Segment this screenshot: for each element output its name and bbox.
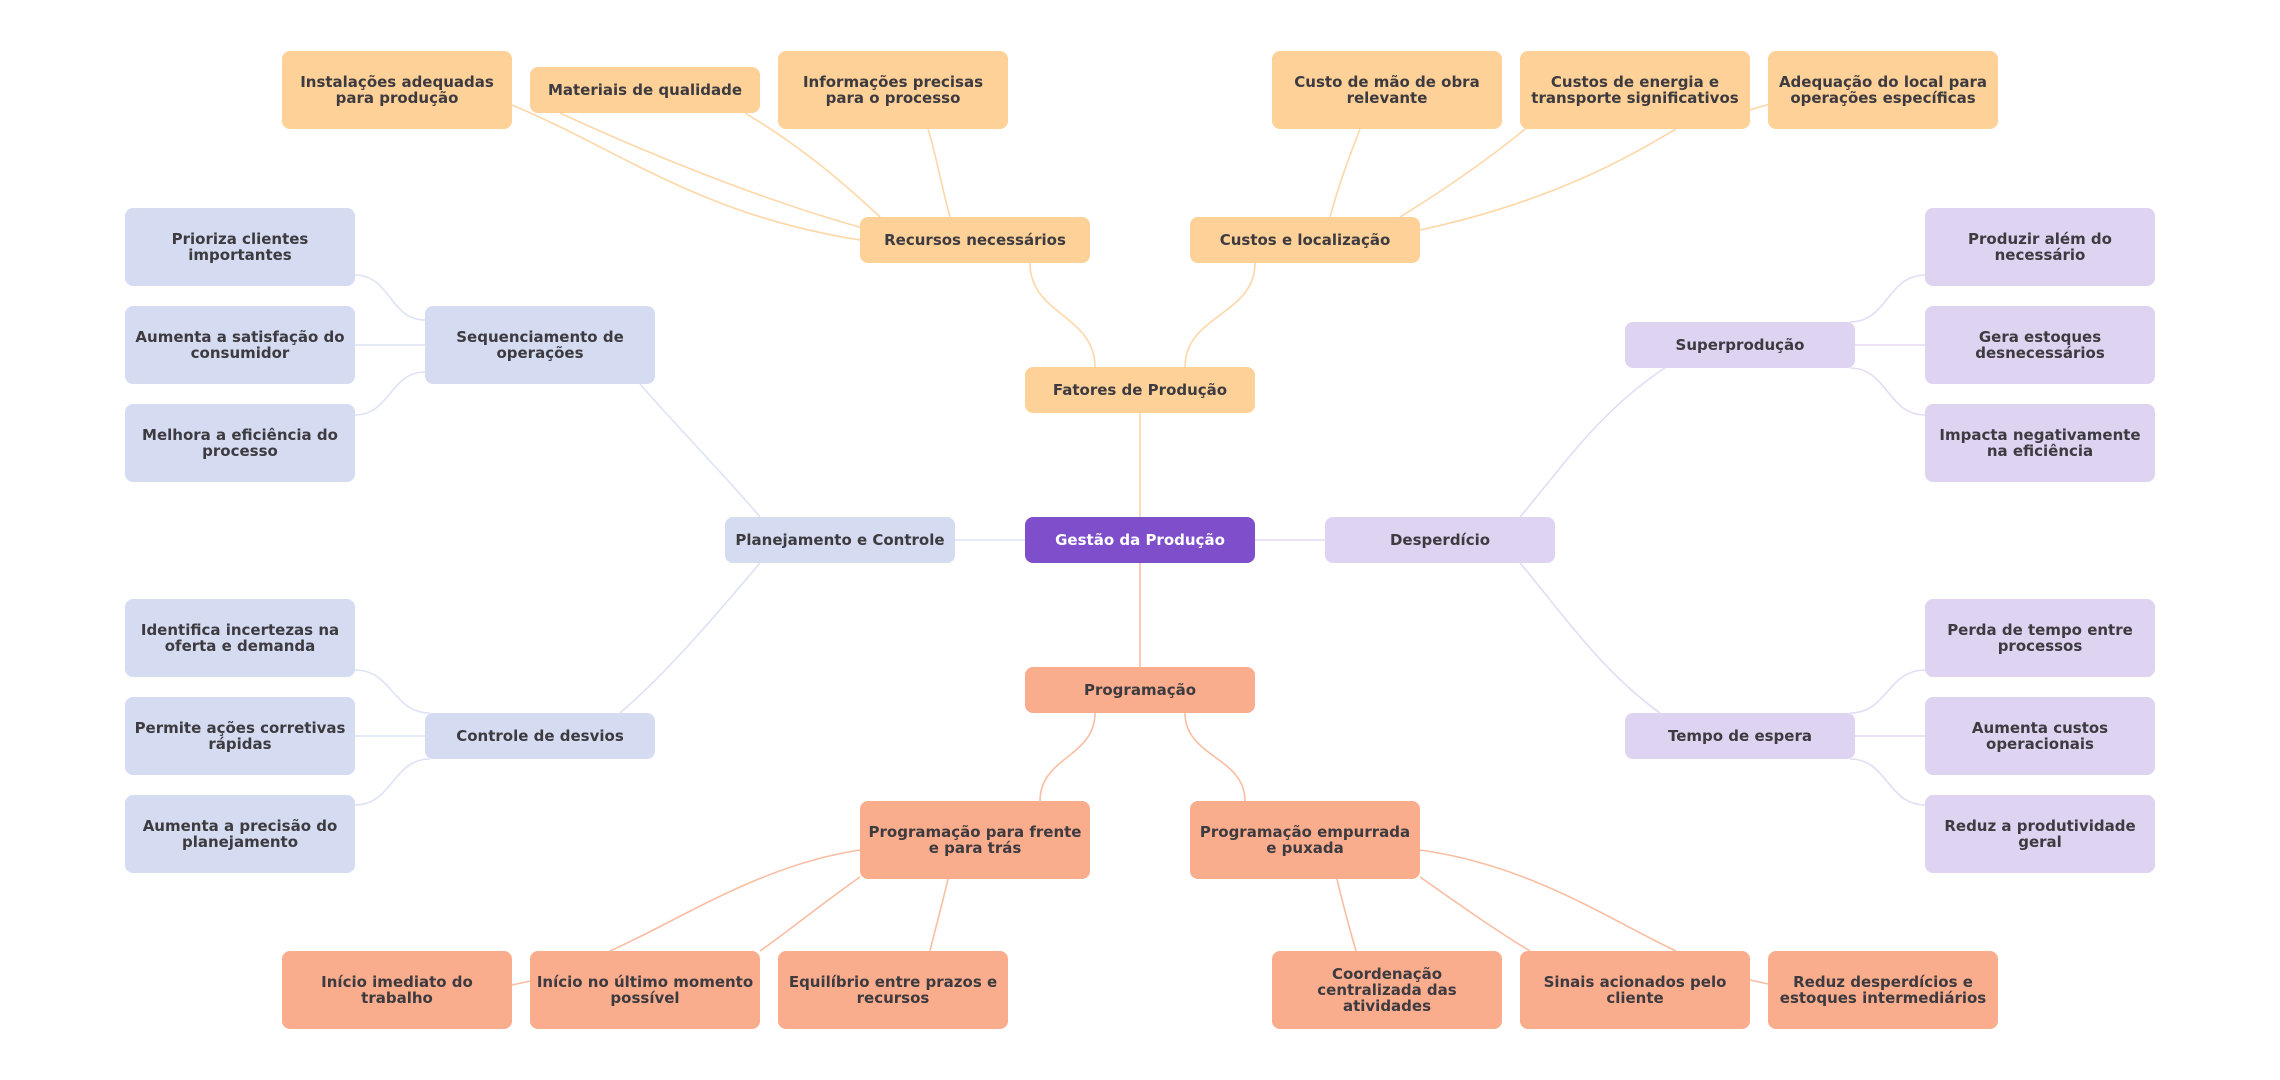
subtopic-sequenciamento[interactable]: Sequenciamento de operações (425, 306, 655, 384)
subtopic-programacao-frente-tras[interactable]: Programação para frente e para trás (860, 801, 1090, 879)
leaf-precisao-planejamento[interactable]: Aumenta a precisão do planejamento (125, 795, 355, 873)
leaf-estoques-desnecessarios[interactable]: Gera estoques desnecessários (1925, 306, 2155, 384)
leaf-reduz-produtividade[interactable]: Reduz a produtividade geral (1925, 795, 2155, 873)
leaf-custos-energia[interactable]: Custos de energia e transporte significa… (1520, 51, 1750, 129)
edge-recursos-informacoes (927, 128, 951, 218)
edge-controle-incertezas (354, 669, 431, 714)
edge-custos-energia (1399, 124, 1531, 218)
edge-fatores-recursos (1029, 262, 1096, 368)
edge-recursos-instalacoes (559, 112, 871, 231)
edge-frente-equilibrio (929, 878, 949, 952)
leaf-perda-de-tempo[interactable]: Perda de tempo entre processos (1925, 599, 2155, 677)
branch-programacao[interactable]: Programação (1025, 667, 1255, 713)
edge-planejamento-controle (619, 562, 761, 714)
branch-desperdicio[interactable]: Desperdício (1325, 517, 1555, 563)
edge-custos-adequacao-a (1419, 128, 1677, 231)
subtopic-tempo-de-espera[interactable]: Tempo de espera (1625, 713, 1855, 759)
edge-empurrada-sinais (1419, 876, 1531, 952)
edge-desperdicio-superproducao (1519, 367, 1666, 518)
leaf-incertezas[interactable]: Identifica incertezas na oferta e demand… (125, 599, 355, 677)
edge-empurrada-coordenacao (1336, 878, 1357, 952)
root-node[interactable]: Gestão da Produção (1025, 517, 1255, 563)
edge-seq-prioriza (354, 274, 426, 321)
leaf-prioriza-clientes[interactable]: Prioriza clientes importantes (125, 208, 355, 286)
edge-tempo-perda (1849, 669, 1926, 714)
leaf-custo-mao-de-obra[interactable]: Custo de mão de obra relevante (1272, 51, 1502, 129)
leaf-equilibrio-prazos[interactable]: Equilíbrio entre prazos e recursos (778, 951, 1008, 1029)
leaf-sinais-cliente[interactable]: Sinais acionados pelo cliente (1520, 951, 1750, 1029)
leaf-satisfacao-consumidor[interactable]: Aumenta a satisfação do consumidor (125, 306, 355, 384)
leaf-inicio-ultimo-momento[interactable]: Início no último momento possível (530, 951, 760, 1029)
leaf-informacoes[interactable]: Informações precisas para o processo (778, 51, 1008, 129)
edge-seq-eficiencia (354, 371, 426, 416)
edge-desperdicio-tempo (1519, 562, 1661, 714)
leaf-inicio-imediato[interactable]: Início imediato do trabalho (282, 951, 512, 1029)
subtopic-recursos-necessarios[interactable]: Recursos necessários (860, 217, 1090, 263)
leaf-reduz-desperdicios[interactable]: Reduz desperdícios e estoques intermediá… (1768, 951, 1998, 1029)
subtopic-superproducao[interactable]: Superprodução (1625, 322, 1855, 368)
edge-fatores-custos (1184, 262, 1256, 368)
branch-planejamento-e-controle[interactable]: Planejamento e Controle (725, 517, 955, 563)
leaf-impacta-eficiencia[interactable]: Impacta negativamente na eficiência (1925, 404, 2155, 482)
edge-frente-ultimo-momento (759, 876, 861, 952)
edge-programacao-frente (1039, 712, 1096, 802)
edge-planejamento-sequenciamento (639, 383, 761, 518)
leaf-custos-operacionais[interactable]: Aumenta custos operacionais (1925, 697, 2155, 775)
edge-super-impacta (1849, 367, 1926, 416)
leaf-coordenacao-centralizada[interactable]: Coordenação centralizada das atividades (1272, 951, 1502, 1029)
leaf-materiais[interactable]: Materiais de qualidade (530, 67, 760, 113)
leaf-produzir-alem[interactable]: Produzir além do necessário (1925, 208, 2155, 286)
edge-recursos-materiais (744, 112, 881, 218)
leaf-instalacoes[interactable]: Instalações adequadas para produção (282, 51, 512, 129)
edge-frente-inicio-imediato-a (609, 849, 861, 952)
leaf-acoes-corretivas[interactable]: Permite ações corretivas rápidas (125, 697, 355, 775)
subtopic-programacao-empurrada-puxada[interactable]: Programação empurrada e puxada (1190, 801, 1420, 879)
edge-controle-precisao (354, 758, 431, 806)
edge-super-produzir (1849, 274, 1926, 323)
branch-fatores-de-producao[interactable]: Fatores de Produção (1025, 367, 1255, 413)
edge-programacao-empurrada (1184, 712, 1246, 802)
edge-empurrada-reduz-a (1419, 849, 1677, 952)
edge-custos-custo-mao (1329, 128, 1361, 218)
subtopic-custos-e-localizacao[interactable]: Custos e localização (1190, 217, 1420, 263)
edge-tempo-reduz (1849, 758, 1926, 806)
leaf-eficiencia-processo[interactable]: Melhora a eficiência do processo (125, 404, 355, 482)
subtopic-controle-de-desvios[interactable]: Controle de desvios (425, 713, 655, 759)
edge-recursos-instalacoes-b (511, 104, 861, 241)
leaf-adequacao-local[interactable]: Adequação do local para operações especí… (1768, 51, 1998, 129)
